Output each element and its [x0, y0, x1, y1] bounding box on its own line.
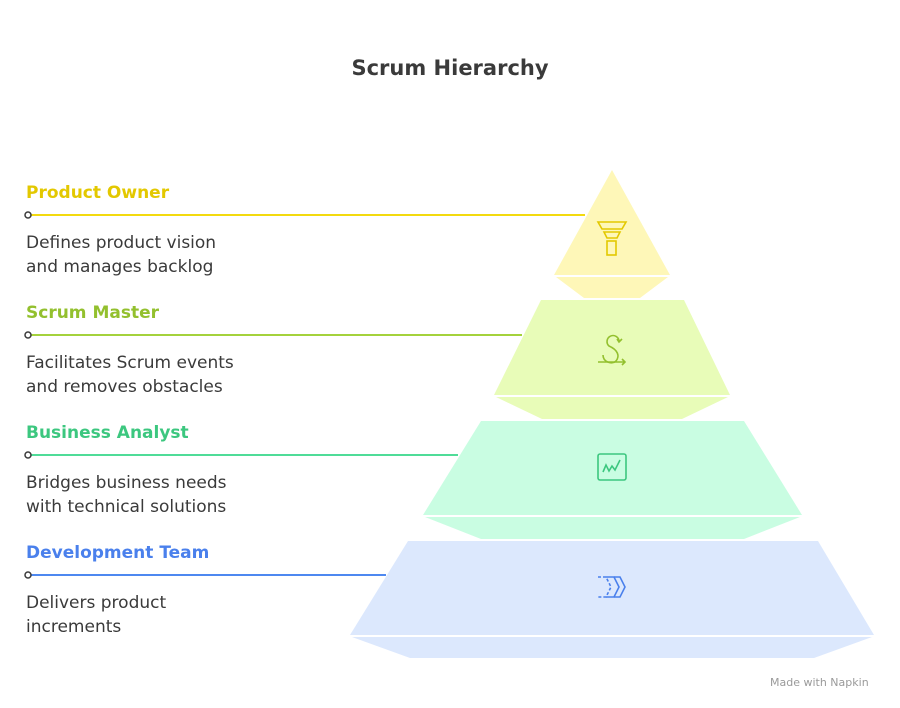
description-line: Defines product vision	[26, 233, 217, 253]
level-label-scrum-master: Scrum Master	[26, 303, 159, 323]
level-label-development-team: Development Team	[26, 543, 210, 563]
layer-base	[425, 517, 800, 539]
description-line: Delivers product	[26, 593, 167, 613]
description-line: Facilitates Scrum events	[26, 353, 234, 373]
scrum-cycle-icon	[598, 334, 627, 366]
description-line: increments	[26, 617, 122, 637]
description-line: with technical solutions	[26, 497, 227, 517]
level-description: Facilitates Scrum events and removes obst…	[26, 351, 326, 399]
chart-icon	[597, 453, 627, 481]
funnel-icon	[596, 221, 628, 256]
level-description: Bridges business needs with technical sol…	[26, 471, 326, 519]
level-label-business-analyst: Business Analyst	[26, 423, 189, 443]
connector-dot	[24, 571, 32, 579]
layer-base	[556, 277, 668, 298]
level-label-product-owner: Product Owner	[26, 183, 170, 203]
pyramid-layer	[350, 541, 874, 635]
level-business-analyst	[24, 421, 802, 539]
double-chevron-icon	[598, 576, 626, 598]
connector-dot	[24, 451, 32, 459]
layer-base	[496, 397, 728, 419]
connector-dot	[24, 331, 32, 339]
level-development-team	[24, 541, 874, 658]
connector-dot	[24, 211, 32, 219]
description-line: and removes obstacles	[26, 377, 223, 397]
level-product-owner	[24, 170, 670, 298]
napkin-watermark: Made with Napkin	[770, 676, 869, 689]
description-line: Bridges business needs	[26, 473, 227, 493]
description-line: and manages backlog	[26, 257, 214, 277]
level-scrum-master	[24, 300, 730, 419]
level-description: Delivers product increments	[26, 591, 326, 639]
page-title: Scrum Hierarchy	[351, 56, 549, 80]
level-description: Defines product vision and manages backlo…	[26, 231, 326, 279]
layer-base	[352, 637, 872, 658]
